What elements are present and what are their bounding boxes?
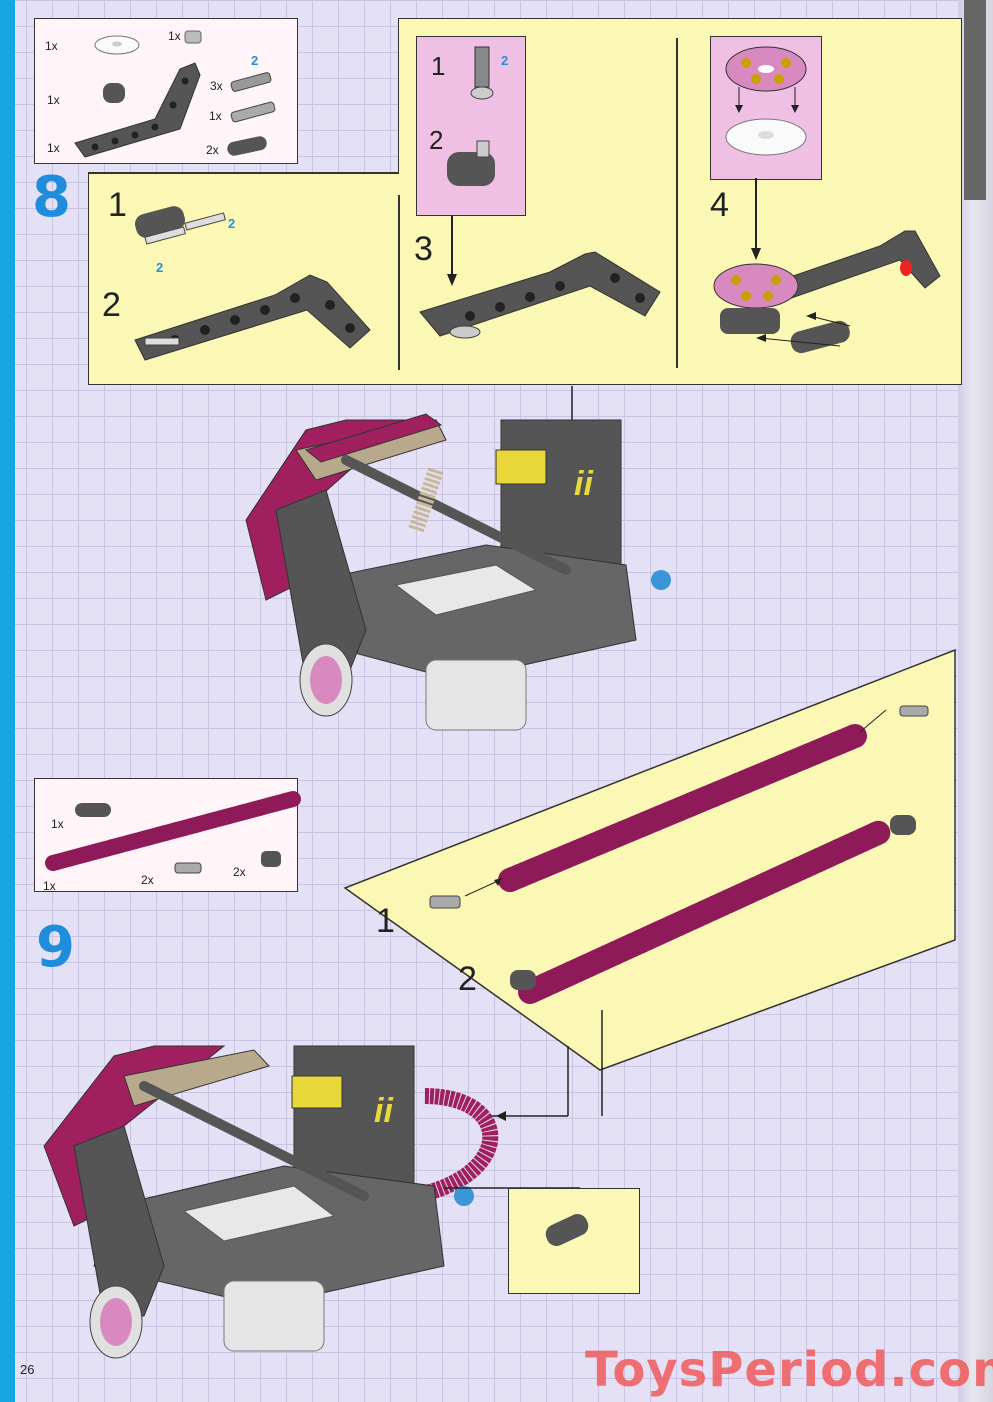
callout-count: 2 bbox=[228, 216, 236, 231]
substep-divider bbox=[676, 38, 678, 368]
substep-divider bbox=[398, 195, 400, 370]
substep-label: 4 bbox=[710, 186, 729, 224]
step8-inset-4 bbox=[710, 36, 822, 180]
step-number: 8 bbox=[32, 165, 71, 230]
callout-count: 2 bbox=[501, 53, 509, 68]
step-number: 9 bbox=[36, 915, 75, 980]
step9-inset bbox=[508, 1188, 640, 1294]
step8-sub4-illustration bbox=[713, 178, 941, 354]
parts-qty: 2x bbox=[233, 865, 246, 879]
step8-sub12-illustration bbox=[134, 206, 371, 361]
inset-parts bbox=[545, 1214, 589, 1246]
callout-count: 2 bbox=[156, 260, 164, 275]
substep-label: 1 bbox=[108, 186, 127, 224]
substep-label: 3 bbox=[414, 230, 433, 268]
parts-qty: 1x bbox=[47, 141, 60, 155]
parts-qty: 3x bbox=[210, 79, 223, 93]
svg-text:ii: ii bbox=[574, 465, 594, 503]
parts-qty: 1x bbox=[51, 817, 64, 831]
step8-sub3-illustration bbox=[419, 216, 661, 339]
inset-label: 1 bbox=[431, 51, 446, 81]
inset-parts bbox=[725, 46, 807, 156]
parts-illustration bbox=[45, 791, 301, 874]
svg-text:ii: ii bbox=[374, 1092, 394, 1130]
parts-qty: 1x bbox=[43, 879, 56, 893]
parts-illustration bbox=[74, 30, 276, 158]
substep-label: 2 bbox=[102, 286, 121, 324]
substep-label: 2 bbox=[458, 960, 477, 998]
parts-qty: 1x bbox=[47, 93, 60, 107]
parts-qty: 2x bbox=[206, 143, 219, 157]
inset-parts bbox=[447, 46, 495, 186]
page-number: 26 bbox=[20, 1362, 35, 1377]
step8-parts-list: 1x 1x 1x 3x 1x 1x 2x 2 bbox=[34, 18, 298, 164]
parts-qty: 1x bbox=[45, 39, 58, 53]
substep-label: 1 bbox=[376, 902, 395, 940]
callout-count: 2 bbox=[251, 53, 259, 68]
page-spine bbox=[0, 0, 15, 1402]
step9-parts-list: 1x 1x 2x 2x bbox=[34, 778, 301, 893]
watermark-text: ToysPeriod.com bbox=[585, 1342, 993, 1398]
parts-qty: 2x bbox=[141, 873, 154, 887]
step9-panel bbox=[343, 648, 956, 1116]
parts-qty: 1x bbox=[209, 109, 222, 123]
parts-qty: 1x bbox=[168, 29, 181, 43]
step9-model-illustration: ii bbox=[43, 1045, 580, 1359]
step8-model-illustration: ii bbox=[245, 386, 671, 731]
page-edge bbox=[958, 0, 993, 1402]
inset-label: 2 bbox=[429, 125, 444, 155]
step8-inset-3: 1 2 2 bbox=[416, 36, 526, 216]
